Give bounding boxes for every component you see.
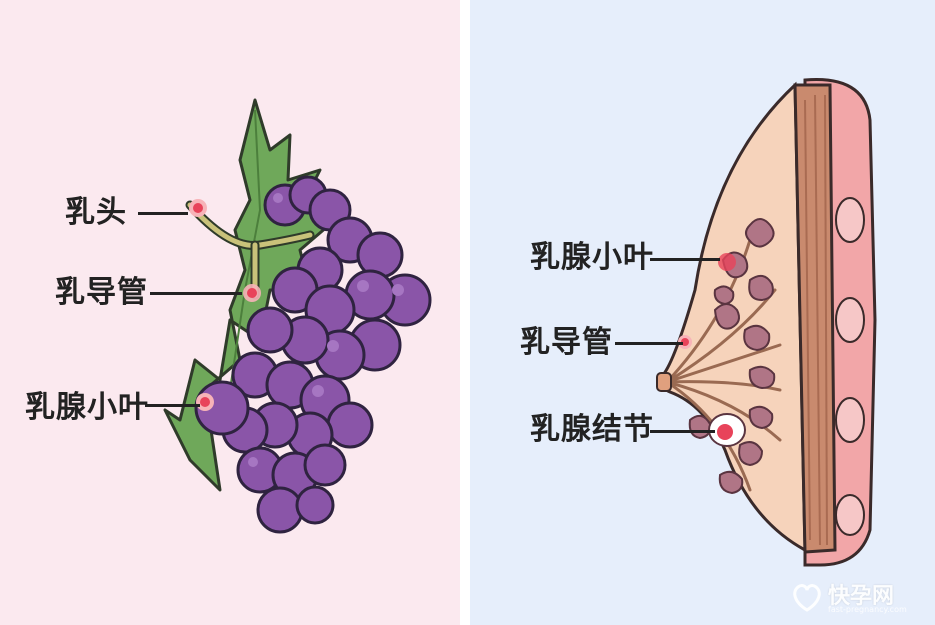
watermark-url: fast-pregnancy.com (828, 605, 907, 614)
pointer-line-lobule-left (145, 404, 200, 407)
watermark: 快孕网 fast-pregnancy.com (790, 578, 930, 620)
watermark-name: 快孕网 (828, 584, 895, 609)
breast-cross-section-illustration (656, 78, 877, 567)
pointer-line-duct-left (150, 292, 242, 295)
pointer-line-nipple (138, 212, 188, 215)
pointer-line-duct-right (615, 342, 683, 345)
pointer-line-nodule (650, 430, 715, 433)
label-duct-left: 乳导管 (55, 275, 148, 310)
label-lobule-left: 乳腺小叶 (25, 390, 149, 425)
label-duct-right: 乳导管 (520, 325, 613, 360)
grape-cluster-illustration (163, 98, 432, 534)
label-nipple: 乳头 (65, 195, 127, 230)
panel-divider (460, 0, 470, 625)
watermark-logo-icon (793, 584, 821, 612)
label-nodule: 乳腺结节 (530, 412, 654, 447)
lobule-marker-right (718, 253, 736, 271)
label-lobule-right: 乳腺小叶 (530, 240, 654, 275)
pointer-line-lobule-right (650, 258, 720, 261)
